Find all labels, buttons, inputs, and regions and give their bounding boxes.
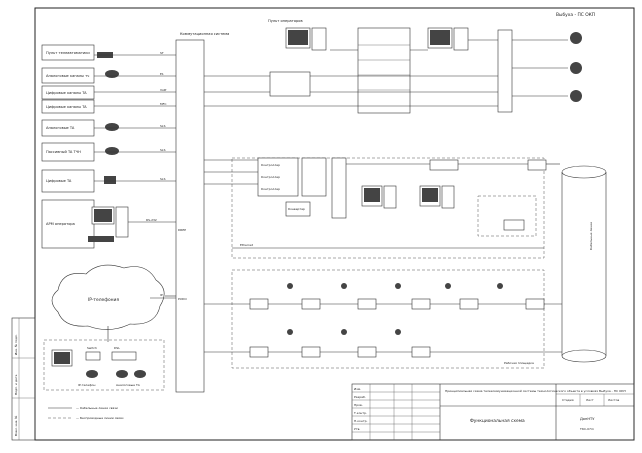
stamp-3: Взам. инв. № [14, 416, 18, 436]
vertical-bus [497, 29, 513, 113]
tb-sub-title: Функциональная схема [470, 418, 525, 424]
tb-row-2: Разраб. [354, 395, 366, 399]
left-box-5: Аналоговые TA [46, 126, 75, 130]
tb-row-3: Пров. [354, 403, 363, 407]
ip-phone-label: IP-телефон [78, 383, 95, 387]
module-4: Конвертер [288, 207, 305, 211]
left-box-4: Цифровые каналы TA [46, 105, 87, 109]
iface-6: SLS [160, 148, 166, 152]
pc-tower-icon [441, 185, 455, 209]
iface-3: VoIP [160, 88, 167, 92]
dsl-label: DSL [114, 346, 120, 350]
analog-ta-label: Аналоговые ТА [116, 383, 141, 387]
module-3: Контроллер [261, 187, 280, 191]
switch-box [85, 351, 101, 361]
tb-org: ДонНТУ [580, 417, 595, 421]
phone-icon [105, 123, 119, 131]
top-right-title: Выбуха - ПС ОКП [556, 11, 595, 18]
operator-console-label: Пульт операторов [268, 19, 303, 23]
iface-1: ST [160, 51, 164, 55]
ip-network-cloud [51, 264, 165, 330]
pc-tower-icon [453, 27, 469, 51]
ip-cloud-label: IP-телефония [88, 297, 119, 303]
left-box-1: Пульт телеавтоматики [46, 51, 90, 55]
left-column: Пульт телеавтоматики Аналоговые каналы т… [41, 44, 95, 249]
cable-cylinder: Кабельные линии [561, 165, 607, 363]
phone-icon [105, 147, 119, 155]
tb-row-1: Изм. [354, 387, 361, 391]
tb-row-4: Т.контр. [353, 411, 367, 415]
central-switch-system [175, 39, 205, 393]
iface-9: PUDO [178, 297, 187, 301]
converter-box [285, 201, 311, 217]
camera-icon [570, 62, 582, 74]
top-bus [204, 39, 498, 107]
legend: — Кабельные линии связи — Беспроводные л… [48, 406, 124, 420]
sap-rack [357, 27, 411, 114]
phone-icon [116, 370, 128, 378]
right-cable-label: Кабельные линии [589, 222, 593, 250]
switch-label: Switch [87, 346, 97, 350]
iface-4: MFC [160, 102, 166, 106]
ip-label: IP [160, 293, 163, 297]
iface-2: E1 [160, 72, 164, 76]
radio-base-box [503, 219, 525, 231]
pc-tower-icon [383, 185, 397, 209]
keyboard-icon [88, 236, 114, 242]
tb-sheet: Лист [586, 398, 594, 402]
middle-zone [231, 157, 545, 259]
left-box-3: Цифровые каналы TA [46, 91, 87, 95]
pc-tower-icon [115, 206, 129, 238]
legend-1: — Кабельные линии связи [76, 406, 118, 410]
legend-2: — Беспроводные линии связи [76, 416, 124, 420]
ethernet-label: Ethernet [240, 243, 254, 247]
tb-row-5: Н.контр. [354, 419, 367, 423]
tb-stage: Стадия [562, 398, 574, 402]
side-stamp-strip [11, 317, 36, 441]
plant-zone-label: Рабочая площадка [504, 361, 534, 365]
iface-5: SLS [160, 124, 166, 128]
middle-links: Ethernet [204, 159, 560, 249]
radio-zone [477, 195, 537, 237]
central-system-label: Коммутационная система [180, 32, 229, 36]
camera-icon [570, 32, 582, 44]
left-box-7: Цифровые TA [46, 179, 72, 183]
stamp-2: Подп. и дата [14, 374, 18, 395]
pc-tower-icon [311, 27, 327, 51]
phone-icon [134, 370, 146, 378]
top-right-devices [512, 32, 582, 102]
transmitter-stack [301, 157, 327, 197]
left-box-6: Пассивный TA ТЧН [46, 150, 81, 154]
stamp-1: Инв. № подл. [14, 334, 18, 355]
left-links: ST E1 VoIP MFC SLS SLS SLS RS-232 DREP P… [94, 51, 187, 301]
module-1: Контроллер [261, 163, 280, 167]
tb-row-6: Утв. [354, 427, 360, 431]
module-2: Контроллер [261, 175, 280, 179]
digital-phone-icon [104, 176, 116, 184]
rs232-label: RS-232 [146, 218, 157, 222]
tb-group: ТКС-07m [579, 427, 594, 431]
ip-phone-icon [86, 370, 98, 378]
ip-telephony-zone [43, 339, 165, 391]
concentrator-box [269, 71, 311, 97]
iface-8: DREP [178, 228, 186, 232]
vertical-interface [331, 157, 347, 219]
left-box-8: АРМ оператора [46, 222, 75, 226]
controller-stack [257, 157, 299, 197]
tb-main-title: Принципиальная схема телекоммуникационно… [445, 389, 626, 393]
title-block: Изм. Разраб. Пров. Т.контр. Н.контр. Утв… [351, 383, 635, 441]
phone-icon [105, 70, 119, 78]
tb-sheets: Листов [608, 398, 619, 402]
sheet-frame [34, 7, 635, 441]
dsl-box [111, 351, 137, 361]
left-box-2: Аналоговые каналы тч [46, 74, 89, 78]
plant-devices [287, 283, 503, 335]
plant-zone [231, 269, 545, 369]
plant-links [204, 298, 562, 358]
iface-7: SLS [160, 177, 166, 181]
camera-icon [570, 90, 582, 102]
